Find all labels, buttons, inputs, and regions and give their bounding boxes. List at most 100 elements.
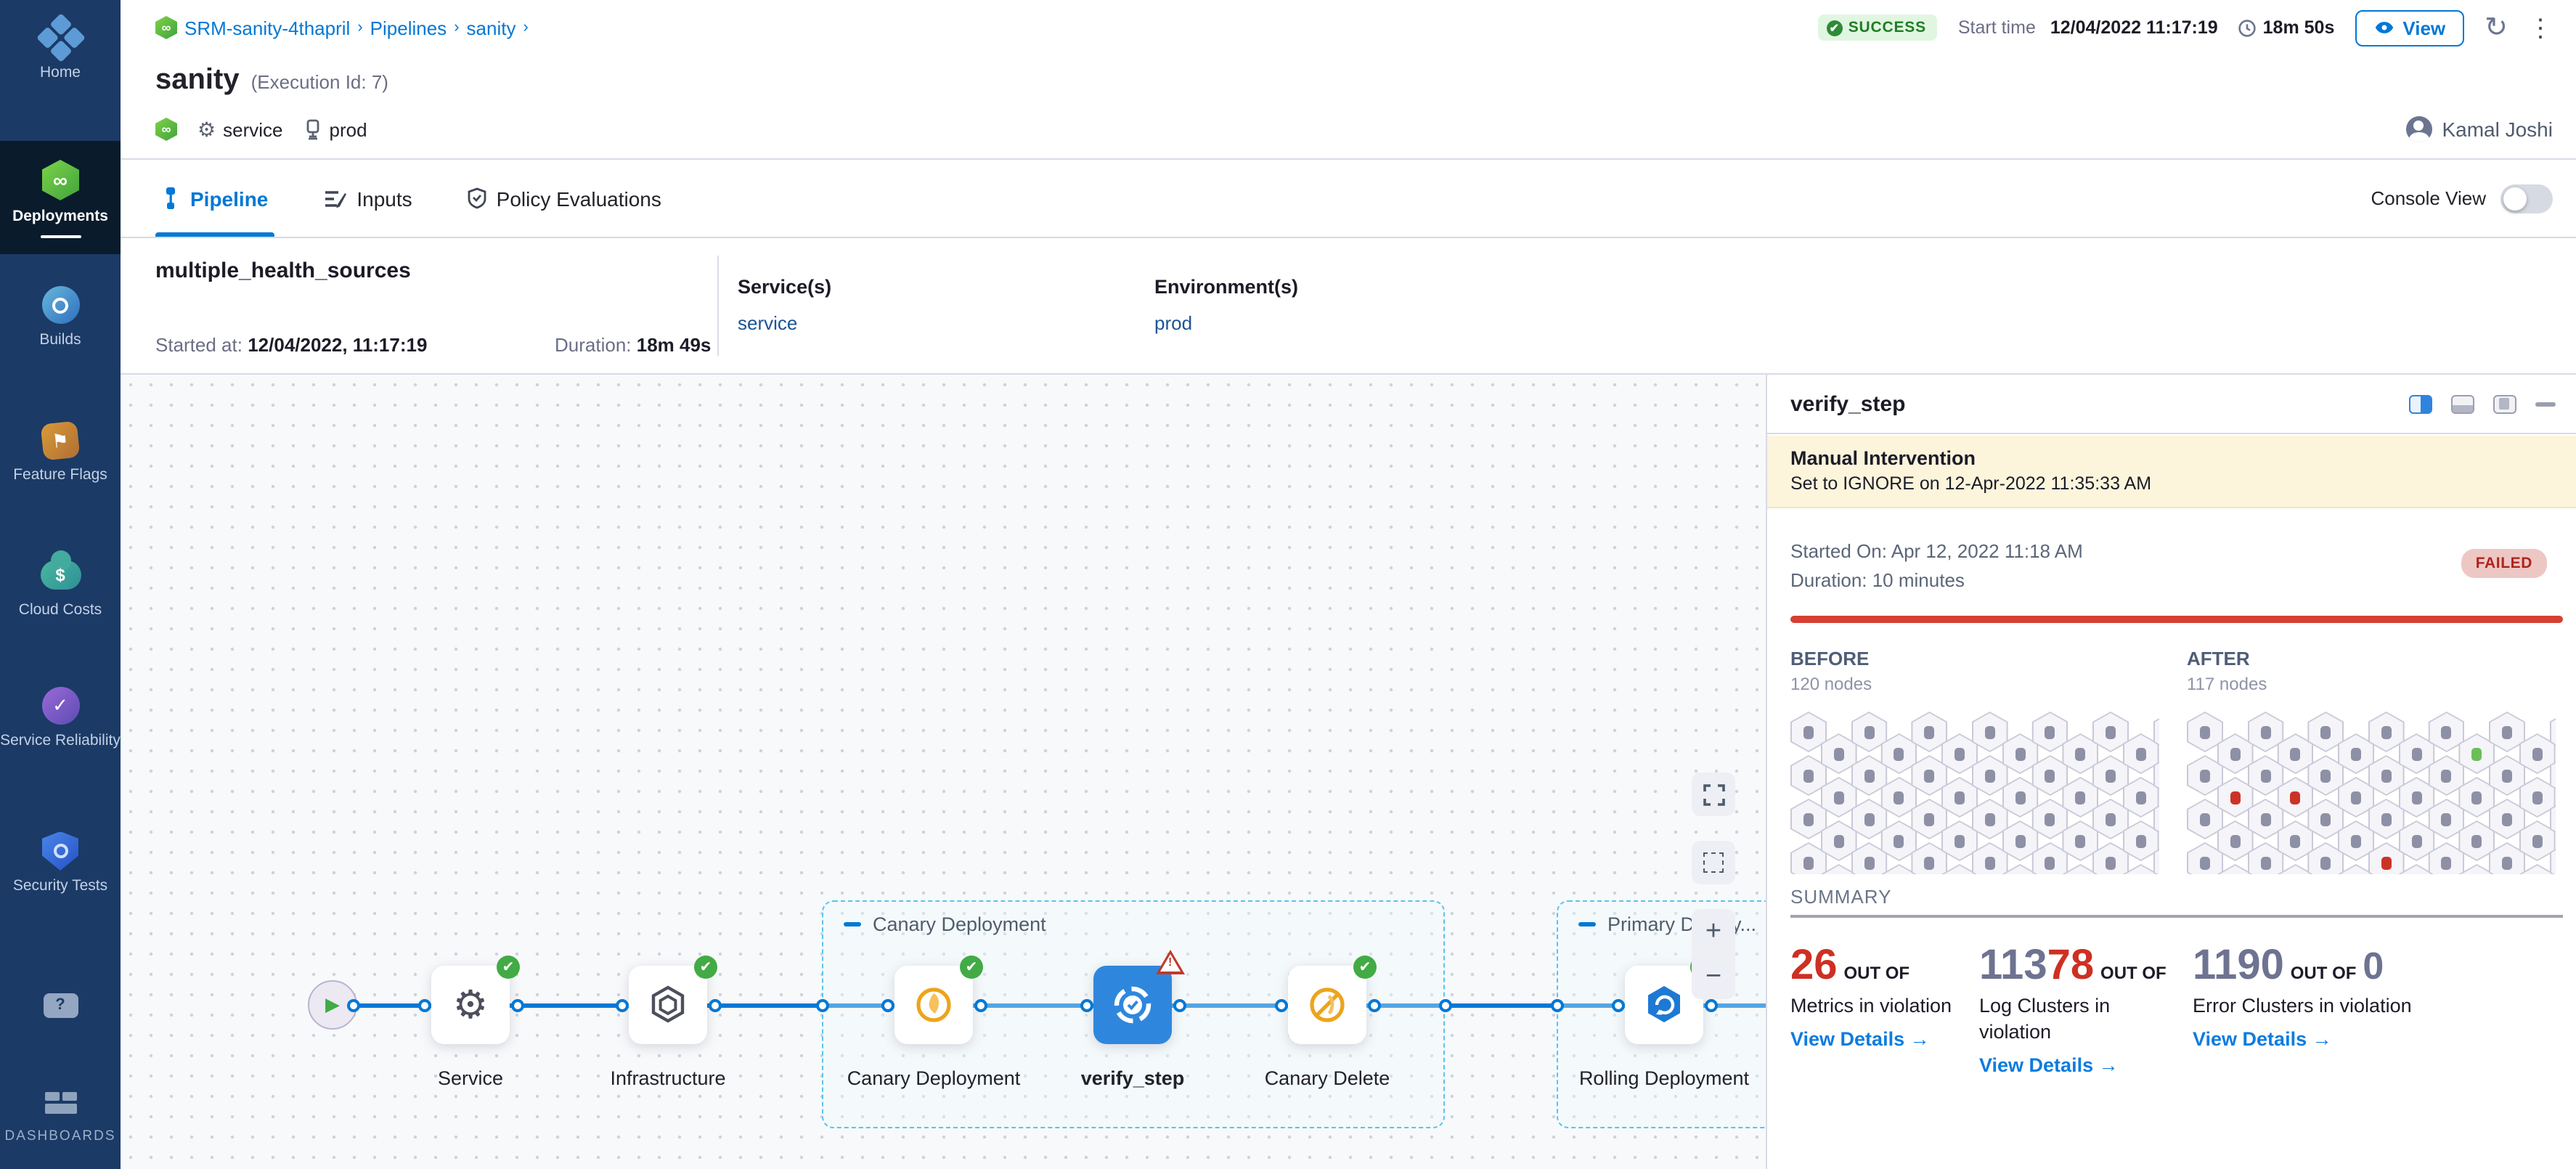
- breadcrumb-pipelines[interactable]: Pipelines: [370, 17, 447, 38]
- metric-label: Metrics in violation: [1790, 995, 1952, 1017]
- step-details-panel: verify_step Manual Intervention Set to I…: [1766, 375, 2576, 1169]
- summary-divider: [1790, 915, 2563, 918]
- minimize-panel-button[interactable]: [2535, 402, 2556, 406]
- zoom-controls[interactable]: + −: [1692, 909, 1735, 999]
- console-view-toggle[interactable]: [2500, 184, 2553, 213]
- edge-port: [1438, 999, 1451, 1012]
- node-health-dot: [2260, 856, 2271, 869]
- node-health-dot: [2441, 725, 2452, 738]
- layout-bottom-view-button[interactable]: [2451, 394, 2474, 413]
- node-canary-delete[interactable]: ✔: [1288, 956, 1377, 1044]
- out-of-label: OUT OF: [2290, 963, 2357, 983]
- sidebar-item-security-tests[interactable]: Security Tests: [0, 831, 121, 896]
- edge-port: [417, 999, 431, 1012]
- node-health-dot: [2532, 834, 2543, 847]
- metric-label: Log Clusters in violation: [1979, 995, 2111, 1043]
- node-health-dot: [2471, 747, 2482, 760]
- sidebar-item-help-chat[interactable]: ?: [0, 985, 121, 1025]
- after-node-count: 117 nodes: [2187, 674, 2267, 694]
- arrow-right-icon: →: [2098, 1054, 2119, 1076]
- node-health-dot: [2045, 769, 2055, 782]
- more-options-button[interactable]: ⋮: [2528, 14, 2553, 41]
- node-health-dot: [2502, 812, 2512, 826]
- deployments-icon: ∞: [40, 158, 81, 202]
- edge-port: [1274, 999, 1287, 1012]
- node-health-dot: [1984, 856, 1995, 869]
- zoom-out-button[interactable]: −: [1705, 961, 1722, 991]
- node-health-dot: [2441, 769, 2452, 782]
- view-details-link[interactable]: View Details →: [1790, 1027, 1930, 1050]
- edge-port: [1611, 999, 1624, 1012]
- metrics-violation-summary: 26 OUT OF Metrics in violation View Deta…: [1790, 944, 1972, 1050]
- view-details-link[interactable]: View Details →: [1979, 1054, 2119, 1076]
- node-health-dot: [2230, 747, 2241, 760]
- view-details-link[interactable]: View Details →: [2193, 1027, 2332, 1050]
- node-health-dot: [2075, 747, 2086, 760]
- sidebar-item-feature-flags[interactable]: ⚑ Feature Flags: [0, 420, 121, 485]
- environment-tag[interactable]: prod: [303, 118, 367, 140]
- step-duration: Duration: 10 minutes: [1790, 569, 1965, 592]
- node-health-dot: [2045, 812, 2055, 826]
- node-hexagon[interactable]: [2549, 755, 2556, 796]
- node-health-dot: [1984, 769, 1995, 782]
- node-hexagon[interactable]: [2549, 799, 2556, 839]
- node-hexagon[interactable]: [2153, 755, 2159, 796]
- node-health-dot: [2106, 769, 2116, 782]
- node-verify-step[interactable]: [1093, 950, 1185, 1044]
- service-reliability-icon: ✓: [40, 685, 81, 726]
- node-hexagon[interactable]: [2153, 799, 2159, 839]
- after-node-grid[interactable]: [2187, 712, 2556, 874]
- node-health-dot: [1803, 856, 1814, 869]
- sidebar-item-service-reliability[interactable]: ✓ Service Reliability: [0, 685, 121, 751]
- node-health-dot: [2260, 812, 2271, 826]
- tab-pipeline[interactable]: Pipeline: [155, 160, 274, 237]
- collapse-group-icon[interactable]: [1578, 922, 1596, 926]
- clock-icon: [2238, 19, 2257, 36]
- layout-floating-view-button[interactable]: [2493, 394, 2516, 413]
- sidebar-item-builds[interactable]: Builds: [0, 285, 121, 350]
- tab-policy-evaluations[interactable]: Policy Evaluations: [462, 160, 667, 237]
- sidebar-item-cloud-costs[interactable]: $ Cloud Costs: [0, 550, 121, 620]
- fullscreen-button[interactable]: [1692, 773, 1735, 816]
- node-health-dot: [2260, 725, 2271, 738]
- metric-count-total: 113: [1979, 942, 2047, 989]
- collapse-group-icon[interactable]: [844, 922, 861, 926]
- view-button[interactable]: View: [2355, 9, 2465, 46]
- node-hexagon[interactable]: [2549, 712, 2556, 752]
- service-tag[interactable]: ⚙ service: [197, 117, 283, 140]
- node-hexagon[interactable]: [2153, 712, 2159, 752]
- layout-right-view-button[interactable]: [2409, 394, 2432, 413]
- user-chip[interactable]: Kamal Joshi: [2405, 116, 2553, 142]
- breadcrumb-project[interactable]: SRM-sanity-4thapril: [184, 17, 351, 38]
- node-health-dot: [2230, 834, 2241, 847]
- edge-port: [1080, 999, 1093, 1012]
- refresh-button[interactable]: ↻: [2485, 12, 2508, 43]
- sidebar-item-home[interactable]: Home: [0, 13, 121, 83]
- marquee-select-button[interactable]: [1692, 841, 1735, 884]
- node-hexagon[interactable]: [1790, 842, 1827, 874]
- environments-label: Environment(s): [1154, 276, 1299, 298]
- node-health-dot: [2015, 747, 2026, 760]
- metric-label: Error Clusters in violation: [2193, 995, 2412, 1017]
- console-view-label: Console View: [2371, 187, 2486, 209]
- node-hexagon[interactable]: [2153, 842, 2159, 874]
- node-service[interactable]: ⚙ ✔: [431, 956, 520, 1044]
- environment-link[interactable]: prod: [1154, 312, 1193, 334]
- zoom-in-button[interactable]: +: [1705, 916, 1722, 946]
- service-link[interactable]: service: [738, 312, 798, 334]
- before-node-grid[interactable]: [1790, 712, 2159, 874]
- gear-icon: ⚙: [197, 117, 216, 140]
- tab-inputs[interactable]: Inputs: [317, 160, 417, 237]
- node-hexagon[interactable]: [2549, 842, 2556, 874]
- breadcrumb-pipeline-name[interactable]: sanity: [466, 17, 516, 38]
- node-infrastructure[interactable]: ✔: [629, 956, 717, 1044]
- node-health-dot: [2320, 725, 2331, 738]
- sidebar-item-dashboards[interactable]: DASHBOARDS: [0, 1082, 121, 1146]
- stage-name: multiple_health_sources: [155, 258, 411, 283]
- verify-icon: [1114, 986, 1152, 1024]
- pipeline-canvas[interactable]: Canary Deployment Primary Deploy... ▶ ⚙ …: [121, 375, 1766, 1169]
- rolling-deployment-icon: [1648, 986, 1680, 1022]
- node-canary-deployment[interactable]: ✔: [894, 956, 983, 1044]
- node-health-dot: [2200, 725, 2210, 738]
- sidebar-item-deployments[interactable]: ∞ Deployments: [0, 141, 121, 254]
